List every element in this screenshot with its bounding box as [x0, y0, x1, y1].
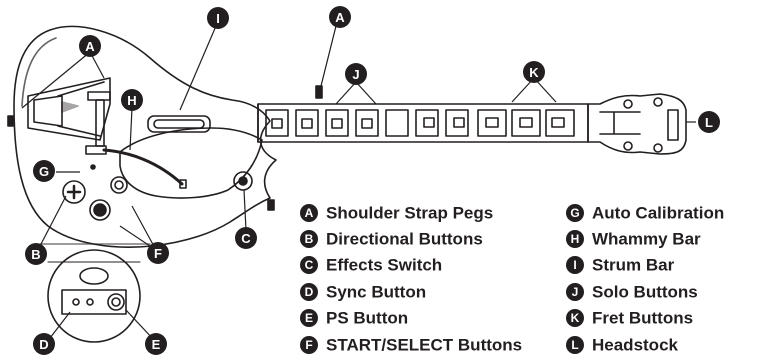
select-button — [89, 199, 111, 221]
legend-item-c: C Effects Switch — [300, 254, 442, 276]
svg-text:I: I — [216, 11, 220, 26]
legend-badge: E — [300, 308, 318, 327]
legend-badge: F — [300, 335, 318, 354]
svg-text:L: L — [705, 115, 713, 130]
legend-label: Solo Buttons — [592, 282, 698, 302]
svg-text:A: A — [335, 10, 345, 25]
legend-item-a: A Shoulder Strap Pegs — [300, 202, 493, 224]
directional-pad — [62, 180, 86, 204]
legend-badge: A — [300, 203, 318, 222]
legend-label: Sync Button — [326, 282, 427, 302]
svg-text:F: F — [154, 246, 162, 261]
svg-text:K: K — [529, 65, 539, 80]
legend-badge: K — [566, 308, 584, 327]
svg-text:J: J — [352, 67, 359, 82]
svg-text:A: A — [85, 39, 95, 54]
legend-item-f: F START/SELECT Buttons — [300, 334, 522, 356]
callout-i: I — [207, 7, 229, 29]
callout-c: C — [235, 227, 257, 249]
effects-switch — [233, 171, 253, 191]
legend-label: Strum Bar — [592, 255, 675, 275]
legend-item-d: D Sync Button — [300, 281, 426, 303]
legend-label: Whammy Bar — [592, 229, 701, 249]
legend-badge: L — [566, 335, 584, 354]
callout-g: G — [33, 160, 55, 182]
callout-a-strap-peg-body: A — [79, 35, 101, 57]
bridge — [27, 77, 111, 141]
svg-text:E: E — [152, 337, 161, 352]
legend-item-i: I Strum Bar — [566, 254, 674, 276]
ps-button — [107, 293, 125, 311]
svg-text:D: D — [39, 337, 48, 352]
headstock — [587, 93, 687, 155]
legend-item-l: L Headstock — [566, 334, 678, 356]
legend-badge: C — [300, 255, 318, 274]
callout-b: B — [25, 243, 47, 265]
legend-badge: G — [566, 203, 584, 222]
svg-text:B: B — [31, 247, 40, 262]
callout-d: D — [33, 333, 55, 355]
pickguard — [119, 127, 263, 199]
legend-badge: I — [566, 255, 584, 274]
start-button — [110, 176, 128, 194]
callout-k: K — [523, 61, 545, 83]
legend-item-j: J Solo Buttons — [566, 281, 698, 303]
callout-h: H — [121, 89, 143, 111]
guitar-body — [13, 25, 277, 248]
legend-label: PS Button — [326, 308, 409, 328]
legend-badge: J — [566, 282, 584, 301]
legend-label: Directional Buttons — [326, 229, 483, 249]
legend-badge: B — [300, 229, 318, 248]
legend-item-b: B Directional Buttons — [300, 228, 483, 250]
legend-item-g: G Auto Calibration — [566, 202, 724, 224]
svg-text:C: C — [241, 231, 251, 246]
callout-f: F — [147, 242, 169, 264]
legend-label: Fret Buttons — [592, 308, 694, 328]
legend-label: Effects Switch — [326, 255, 443, 275]
legend-badge: D — [300, 282, 318, 301]
svg-text:H: H — [127, 93, 136, 108]
legend-item-k: K Fret Buttons — [566, 307, 693, 329]
legend-item-e: E PS Button — [300, 307, 408, 329]
whammy-bar — [102, 148, 184, 186]
fret-buttons — [265, 109, 575, 137]
zoom-inset — [47, 249, 141, 343]
callout-j: J — [345, 63, 367, 85]
legend-item-h: H Whammy Bar — [566, 228, 701, 250]
callout-l: L — [698, 111, 720, 133]
legend-label: START/SELECT Buttons — [326, 335, 523, 355]
legend-label: Shoulder Strap Pegs — [326, 203, 494, 223]
svg-text:G: G — [39, 164, 49, 179]
callout-e: E — [145, 333, 167, 355]
legend-label: Auto Calibration — [592, 203, 725, 223]
callout-a-strap-peg-neck: A — [329, 6, 351, 28]
strum-bar — [147, 115, 211, 133]
legend-badge: H — [566, 229, 584, 248]
legend-label: Headstock — [592, 335, 678, 355]
